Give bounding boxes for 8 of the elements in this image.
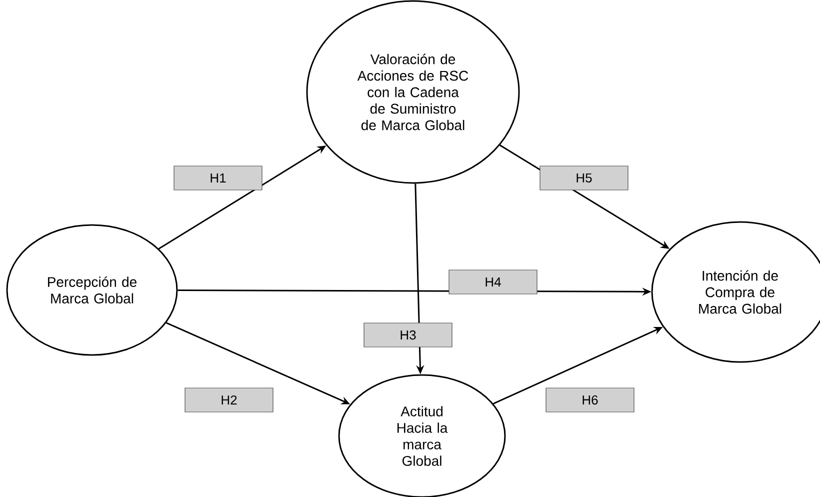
ellipse-node: Percepción de Marca Global (6, 224, 178, 356)
edge-label: H5 (540, 166, 628, 190)
edge-label: H1 (174, 166, 262, 190)
edge-label: H3 (364, 322, 452, 348)
edge-label: H2 (184, 388, 274, 412)
ellipse-node: Valoración de Acciones de RSC con la Cadena de Suministro de Marca Global (306, 0, 520, 184)
edge-label: H6 (546, 388, 634, 412)
edge-label: H4 (448, 270, 538, 294)
